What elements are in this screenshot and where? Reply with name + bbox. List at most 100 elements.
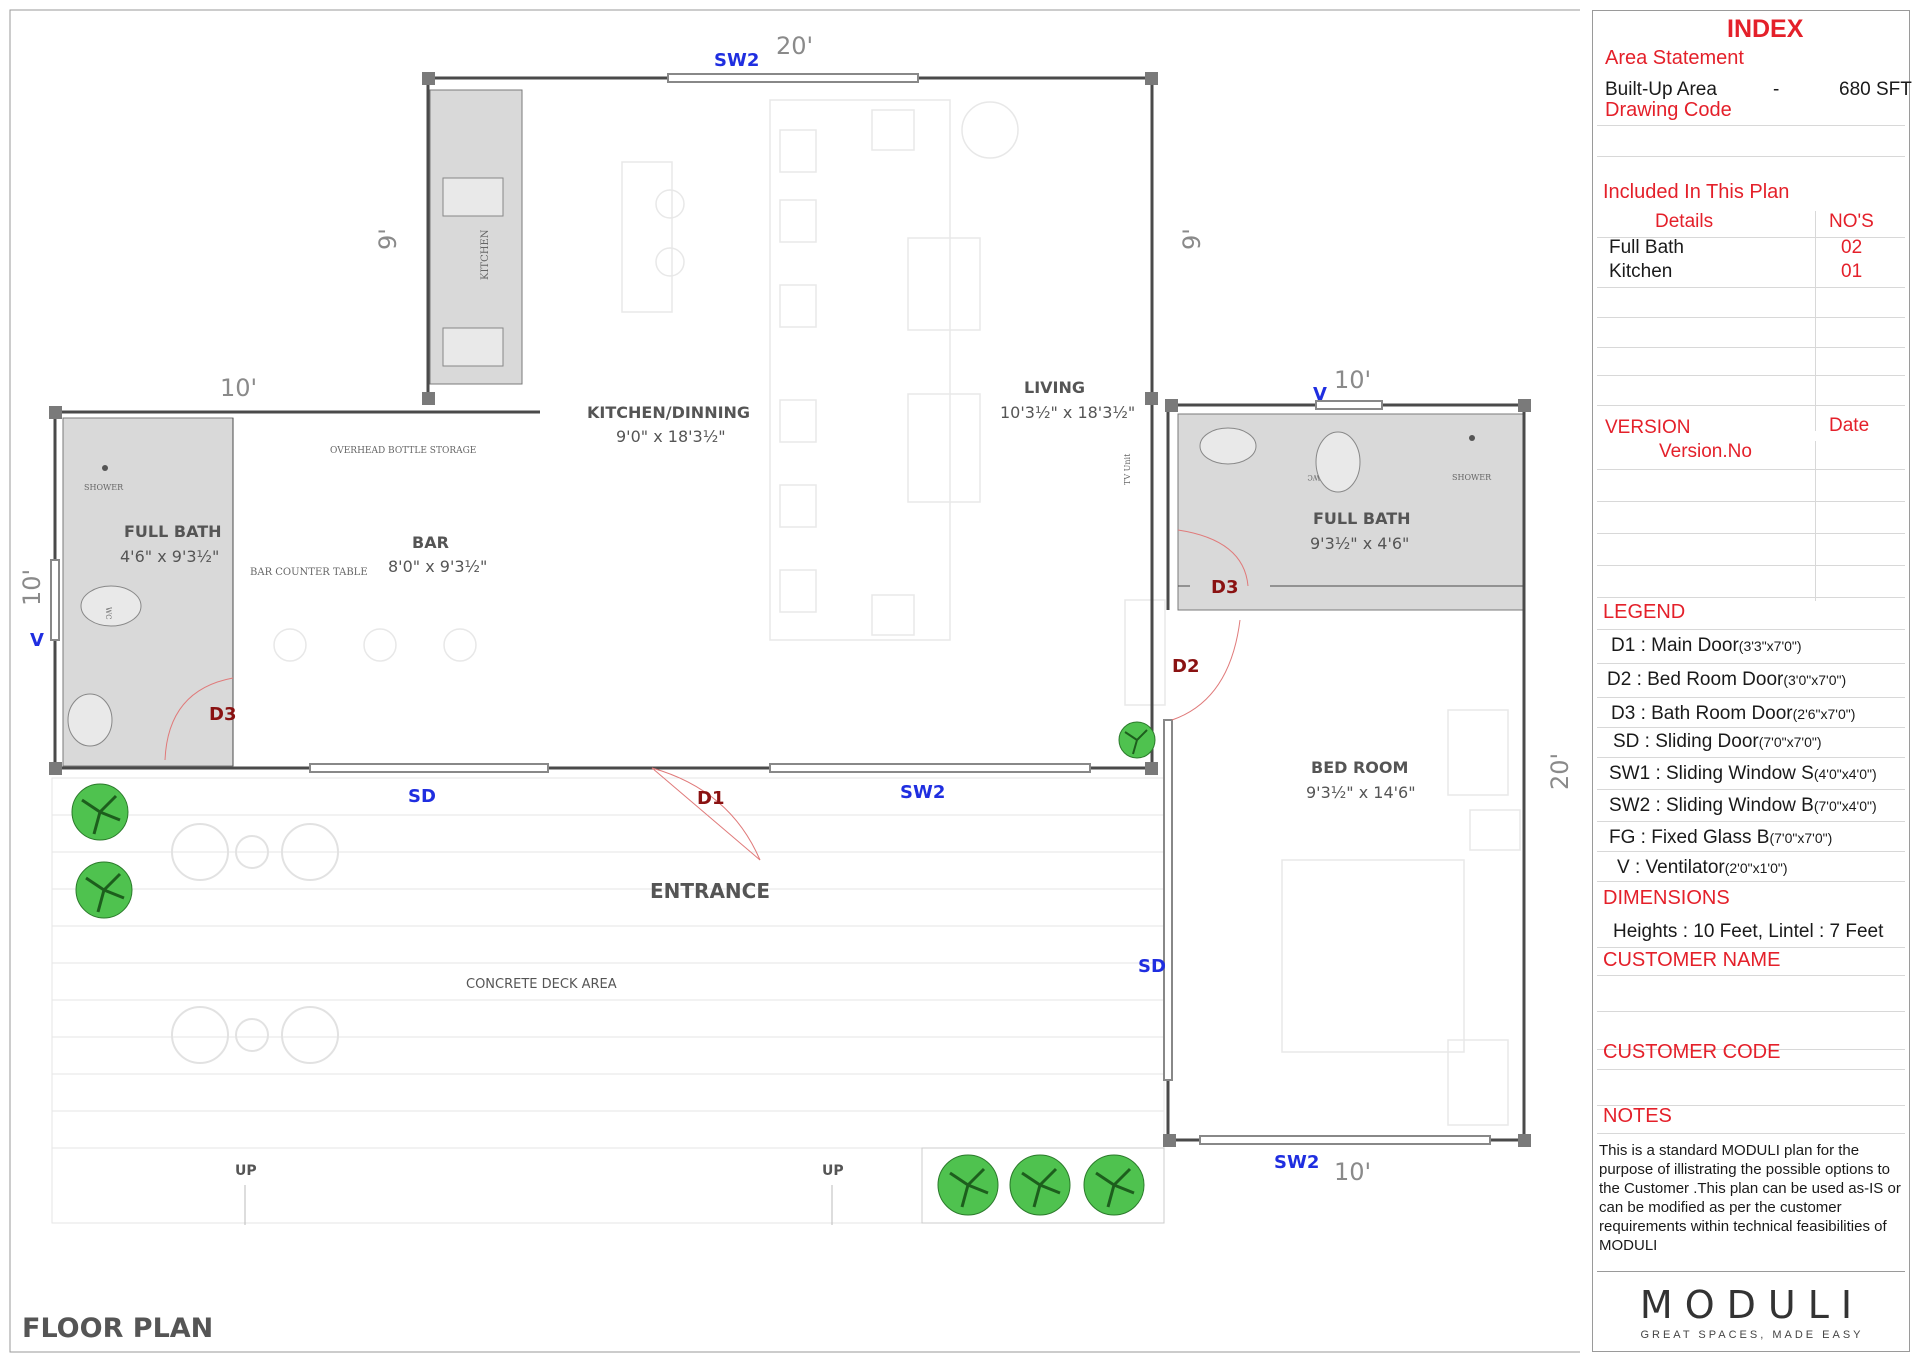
legend-item-d3: D3 : Bath Room Door(2'6"x7'0") (1611, 703, 1856, 724)
customer-code-heading: CUSTOMER CODE (1603, 1041, 1781, 1063)
label-shower-right: SHOWER (1452, 473, 1492, 482)
details-column-header: Details (1655, 211, 1714, 232)
index-title: INDEX (1727, 15, 1804, 43)
included-item-count: 02 (1841, 237, 1863, 258)
legend-item-sw1: SW1 : Sliding Window S(4'0"x4'0") (1609, 763, 1877, 784)
label-bar-counter-table: BAR COUNTER TABLE (250, 567, 368, 578)
tag-v-right: V (1313, 384, 1327, 405)
legend-heading: LEGEND (1603, 601, 1686, 623)
nos-column-header: NO'S (1829, 211, 1874, 232)
dim-top-width: 20' (776, 32, 813, 60)
planter-box (921, 1147, 1165, 1224)
tag-d1: D1 (697, 788, 724, 809)
version-heading: VERSION (1605, 417, 1691, 438)
dim-left-height: 10' (18, 569, 46, 606)
tree-icon (1118, 721, 1156, 759)
legend-item-d2: D2 : Bed Room Door(3'0"x7'0") (1607, 669, 1847, 690)
label-tv-unit: TV Unit (1123, 453, 1132, 485)
brand-logo: MODULI (1639, 1283, 1865, 1327)
tree-icon (937, 1154, 999, 1216)
room-name-living: LIVING (1024, 378, 1085, 397)
notes-heading: NOTES (1603, 1105, 1672, 1127)
wall-posts (49, 72, 1531, 1147)
brand-tagline: GREAT SPACES, MADE EASY (1640, 1329, 1864, 1341)
built-up-area-label: Built-Up Area (1605, 79, 1717, 100)
tree-icon (71, 783, 129, 841)
room-size-bed-room: 9'3½" x 14'6" (1306, 783, 1416, 802)
deck-paving-pattern (51, 777, 1165, 1224)
room-size-bar: 8'0" x 9'3½" (388, 557, 487, 576)
dim-kitchen-height: 9' (374, 228, 402, 250)
tree-icon (1009, 1154, 1071, 1216)
trees (71, 721, 1156, 1216)
room-size-full-bath-right: 9'3½" x 4'6" (1310, 534, 1409, 553)
door-swings (164, 529, 1249, 861)
tag-sw2-bedroom: SW2 (1274, 1152, 1319, 1173)
drawing-frame (9, 9, 1580, 1353)
label-wc-left: WC (104, 607, 112, 620)
room-size-kitchen-dinning: 9'0" x 18'3½" (616, 427, 726, 446)
built-up-area-value: 680 SFT (1839, 79, 1912, 100)
dimensions-heading: DIMENSIONS (1603, 887, 1730, 909)
label-concrete-deck-area: CONCRETE DECK AREA (466, 977, 617, 992)
dim-living-height: 9' (1178, 228, 1206, 250)
step-marks (244, 1185, 833, 1225)
legend-item-fg: FG : Fixed Glass B(7'0"x7'0") (1609, 827, 1833, 848)
tag-sd-bottom: SD (408, 786, 436, 807)
floor-plan-drawing: 20' 10' 10' 10' 9' 9' 10' 20' KITCHEN/DI… (9, 9, 1580, 1353)
legend-item-d1: D1 : Main Door(3'3"x7'0") (1611, 635, 1802, 656)
legend-item-sd: SD : Sliding Door(7'0"x7'0") (1613, 731, 1822, 752)
label-up-left: UP (235, 1163, 257, 1179)
tree-icon (75, 861, 133, 919)
drawing-code-heading: Drawing Code (1605, 99, 1732, 121)
version-number-label: Version.No (1659, 441, 1752, 462)
label-entrance: ENTRANCE (650, 879, 770, 903)
wet-areas (62, 89, 1525, 767)
shower-head-right (1469, 435, 1475, 441)
tag-sw2-top: SW2 (714, 50, 759, 71)
room-size-full-bath-left: 4'6" x 9'3½" (120, 547, 219, 566)
interior-partitions (232, 418, 1524, 766)
shower-head-left (102, 465, 108, 471)
room-name-full-bath-left: FULL BATH (124, 522, 222, 541)
room-name-bed-room: BED ROOM (1311, 758, 1408, 777)
customer-name-heading: CUSTOMER NAME (1603, 949, 1781, 971)
tag-v-left: V (30, 630, 44, 651)
index-panel: INDEX Area Statement Built-Up Area - 680… (1592, 10, 1912, 1352)
room-name-full-bath-right: FULL BATH (1313, 509, 1411, 528)
built-up-area-dash: - (1773, 79, 1780, 100)
dimensions-text: Heights : 10 Feet, Lintel : 7 Feet (1613, 921, 1884, 942)
fixtures (67, 177, 1361, 747)
room-name-bar: BAR (412, 533, 449, 552)
label-shower-left: SHOWER (84, 483, 124, 492)
tree-icon (1083, 1154, 1145, 1216)
dim-bottom-right-width: 10' (1334, 1158, 1371, 1186)
legend-item-v: V : Ventilator(2'0"x1'0") (1617, 857, 1788, 878)
legend-item-sw2: SW2 : Sliding Window B(7'0"x4'0") (1609, 795, 1877, 816)
area-statement-heading: Area Statement (1605, 47, 1744, 69)
tag-sd-bedroom: SD (1138, 956, 1166, 977)
tag-sw2-bottom: SW2 (900, 782, 945, 803)
drawing-title: FLOOR PLAN (22, 1313, 214, 1344)
deck-chairs (171, 823, 339, 1064)
room-name-kitchen-dinning: KITCHEN/DINNING (587, 403, 750, 422)
dim-right-bath-width: 10' (1334, 366, 1371, 394)
included-item-count: 01 (1841, 261, 1863, 282)
tag-d2: D2 (1172, 656, 1199, 677)
label-overhead-bottle-storage: OVERHEAD BOTTLE STORAGE (330, 446, 476, 456)
tag-d3-right: D3 (1211, 577, 1238, 598)
label-wc-right: WC (1307, 473, 1320, 481)
tag-d3-left: D3 (209, 704, 236, 725)
label-up-right: UP (822, 1163, 844, 1179)
included-heading: Included In This Plan (1603, 181, 1790, 203)
window-frames (50, 73, 1491, 1145)
notes-text: This is a standard MODULI plan for the p… (1599, 1142, 1901, 1254)
date-heading: Date (1829, 415, 1870, 436)
included-item-name: Full Bath (1609, 237, 1684, 258)
room-size-living: 10'3½" x 18'3½" (1000, 403, 1135, 422)
dim-bedroom-height: 20' (1546, 753, 1574, 790)
label-kitchen: KITCHEN (480, 229, 491, 280)
included-item-name: Kitchen (1609, 261, 1673, 282)
interior-furniture (273, 99, 1521, 1126)
dim-left-bath-width: 10' (220, 374, 257, 402)
